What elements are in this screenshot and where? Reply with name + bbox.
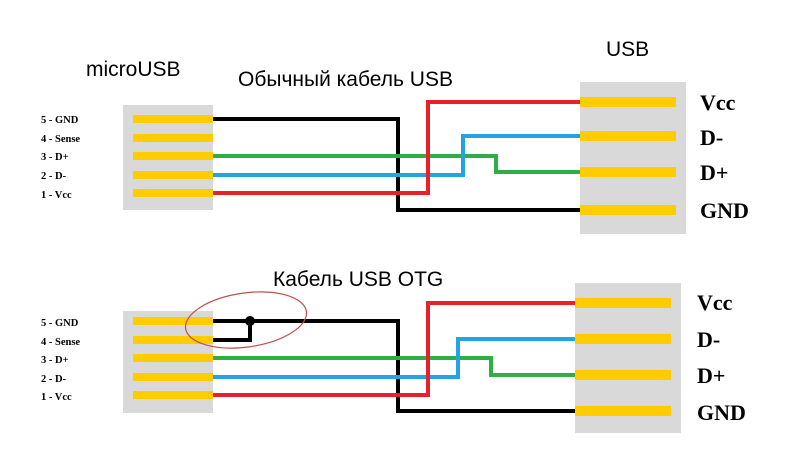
top-wire-gnd [213,117,580,212]
top-usb-pin-vcc [580,97,676,107]
top-cable-title: Обычный кабель USB [238,68,453,91]
otg-wire-gnd [213,319,575,413]
microusb-label: microUSB [86,58,181,81]
top-usb-pin-label-dminus: D- [700,125,723,150]
otg-wire-vcc [213,301,575,397]
bottom-usb-pin-gnd [575,406,671,416]
bottom-usb-pin-labels: Vcc D- D+ GND [697,290,746,425]
top-micro-pin-label-5: 5 - GND [41,115,79,126]
top-micro-pin-3 [133,152,213,160]
top-usb-pin-label-dplus: D+ [700,160,728,185]
bottom-micro-pin-5 [133,317,213,325]
otg-wire-dminus [213,337,575,379]
bottom-micro-pin-label-3: 3 - D+ [41,355,69,366]
otg-highlight-ellipse [184,291,308,349]
top-microusb-pins [133,115,213,197]
otg-cable-title: Кабель USB OTG [273,268,443,291]
bottom-usb-pins [575,298,671,416]
top-micro-pin-label-2: 2 - D- [41,171,67,182]
top-wire-dplus [213,154,580,174]
top-micro-pin-2 [133,171,213,179]
top-usb-pins [580,97,676,215]
top-micro-pin-4 [133,134,213,142]
bottom-micro-pin-3 [133,354,213,362]
bottom-micro-pin-2 [133,373,213,381]
top-usb-pin-label-vcc: Vcc [700,90,736,115]
top-micro-pin-label-4: 4 - Sense [41,134,80,145]
bottom-micro-pin-label-1: 1 - Vcc [41,392,72,403]
top-usb-pin-dminus [580,131,676,141]
bottom-usb-pin-vcc [575,298,671,308]
bottom-usb-pin-label-dplus: D+ [697,363,725,388]
bottom-usb-pin-label-vcc: Vcc [697,290,733,315]
top-usb-pin-dplus [580,167,676,177]
top-micro-pin-label-3: 3 - D+ [41,152,69,163]
top-wires [213,100,580,212]
bottom-usb-pin-dplus [575,370,671,380]
otg-sense-gnd-jumper [213,321,252,342]
top-micro-pin-1 [133,189,213,197]
bottom-usb-pin-label-gnd: GND [697,400,746,425]
bottom-microusb-pins [133,317,213,399]
bottom-micro-pin-label-2: 2 - D- [41,374,67,385]
top-micro-pin-label-1: 1 - Vcc [41,190,72,201]
bottom-micro-pin-label-4: 4 - Sense [41,337,80,348]
top-usb-pin-label-gnd: GND [700,198,749,223]
bottom-wires [213,301,575,413]
otg-wire-dplus [213,356,575,377]
top-usb-pin-labels: Vcc D- D+ GND [700,90,749,223]
bottom-micro-pin-label-5: 5 - GND [41,318,79,329]
bottom-usb-pin-label-dminus: D- [697,327,720,352]
bottom-micro-pin-1 [133,391,213,399]
top-usb-pin-gnd [580,205,676,215]
usb-label: USB [606,38,649,61]
otg-junction-dot [245,316,255,326]
top-wire-vcc [213,100,580,195]
bottom-micro-pin-4 [133,336,213,344]
bottom-micro-pin-labels: 5 - GND 4 - Sense 3 - D+ 2 - D- 1 - Vcc [41,318,80,403]
top-wire-dminus [213,134,580,177]
top-micro-pin-5 [133,115,213,123]
bottom-diagram: Кабель USB OTG 5 - GND 4 - Sense 3 - D+ … [41,268,746,433]
top-diagram: microUSB USB Обычный кабель USB 5 - GND … [41,38,749,234]
top-micro-pin-labels: 5 - GND 4 - Sense 3 - D+ 2 - D- 1 - Vcc [41,115,80,201]
bottom-usb-pin-dminus [575,334,671,344]
